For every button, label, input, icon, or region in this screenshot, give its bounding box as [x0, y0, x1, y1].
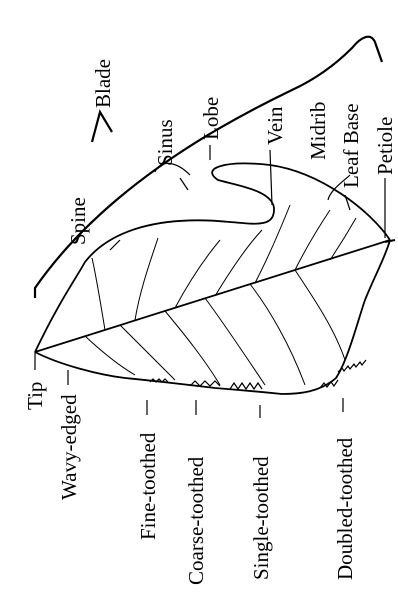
leader-lines: [35, 145, 385, 418]
label-wavy-edged: Wavy-edged: [57, 394, 81, 500]
leaf-outline-lower: [35, 240, 390, 394]
label-vein: Vein: [263, 106, 287, 145]
label-blade: Blade: [91, 59, 115, 108]
label-petiole: Petiole: [373, 117, 397, 175]
label-spine: Spine: [66, 197, 90, 245]
label-lobe: Lobe: [199, 97, 223, 140]
label-single-toothed: Single-toothed: [249, 456, 273, 580]
label-fine-toothed: Fine-toothed: [136, 432, 160, 540]
label-tip: Tip: [23, 382, 47, 410]
label-sinus: Sinus: [153, 119, 177, 166]
blade-bracket-notch: [92, 112, 112, 142]
veins-upper: [92, 205, 356, 330]
veins-lower: [85, 270, 345, 385]
label-coarse-toothed: Coarse-toothed: [184, 456, 208, 585]
label-midrib: Midrib: [306, 102, 330, 160]
label-leaf-base: Leaf Base: [339, 103, 363, 188]
label-doubled-toothed: Doubled-toothed: [333, 437, 357, 580]
